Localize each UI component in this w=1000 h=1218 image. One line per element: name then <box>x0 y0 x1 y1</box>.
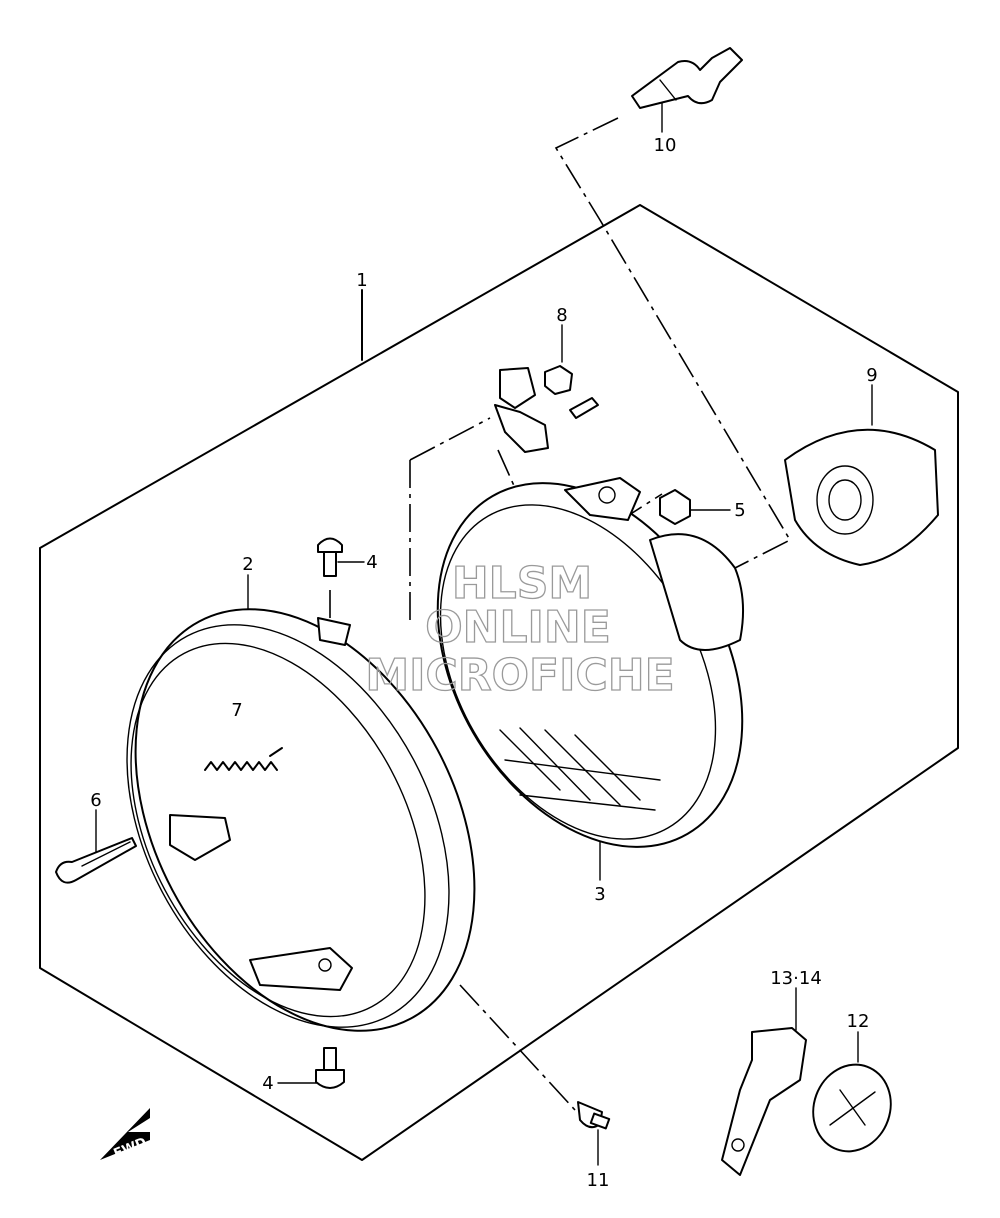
screw-4-top <box>317 537 343 577</box>
callout-10: 10 <box>654 135 677 156</box>
lens-pattern <box>499 727 661 811</box>
callout-4-top: 4 <box>366 552 377 573</box>
callout-2: 2 <box>242 554 253 575</box>
dust-cover-9 <box>784 428 939 566</box>
screw-11 <box>577 1101 611 1130</box>
callout-12: 12 <box>847 1011 870 1032</box>
rim-lower-tab <box>169 814 231 861</box>
spring-7 <box>204 747 283 771</box>
leader-lines <box>147 117 792 1111</box>
callout-7: 7 <box>231 700 242 721</box>
adjusting-screw-6 <box>55 837 137 884</box>
rim-top-tab <box>317 617 351 646</box>
bracket-13-14 <box>721 1027 807 1176</box>
nut-8 <box>544 365 573 395</box>
reflector-back <box>649 533 744 651</box>
callout-labels: 1 2 3 4 4 5 6 7 8 9 10 11 12 13·14 <box>90 135 877 1191</box>
watermark-line-1: HLSM <box>452 558 592 609</box>
callout-4-bottom: 4 <box>262 1073 273 1094</box>
headlamp-rim <box>126 608 476 1032</box>
watermark-line-3: MICROFICHE <box>365 650 674 701</box>
nut-5 <box>659 489 691 525</box>
reflector-12 <box>812 1063 892 1153</box>
unit-mounting-ear <box>564 477 641 521</box>
assembly-outline <box>39 204 959 1161</box>
callout-5: 5 <box>734 500 745 521</box>
fwd-arrow: FWD <box>100 1108 150 1162</box>
callout-leaders <box>95 99 873 1166</box>
headlamp-unit <box>436 477 744 848</box>
callout-1: 1 <box>356 270 367 291</box>
callout-8: 8 <box>556 305 567 326</box>
bracket-screw <box>569 397 599 419</box>
bulb-10 <box>631 47 743 109</box>
callout-9: 9 <box>866 365 877 386</box>
callout-3: 3 <box>594 884 605 905</box>
bracket-8 <box>494 365 599 453</box>
callout-13-14: 13·14 <box>770 968 822 989</box>
watermark: HLSM ONLINE MICROFICHE <box>365 557 676 701</box>
callout-6: 6 <box>90 790 101 811</box>
callout-11: 11 <box>587 1170 610 1191</box>
screw-4-bottom <box>315 1047 345 1089</box>
watermark-line-2: ONLINE <box>425 602 611 653</box>
